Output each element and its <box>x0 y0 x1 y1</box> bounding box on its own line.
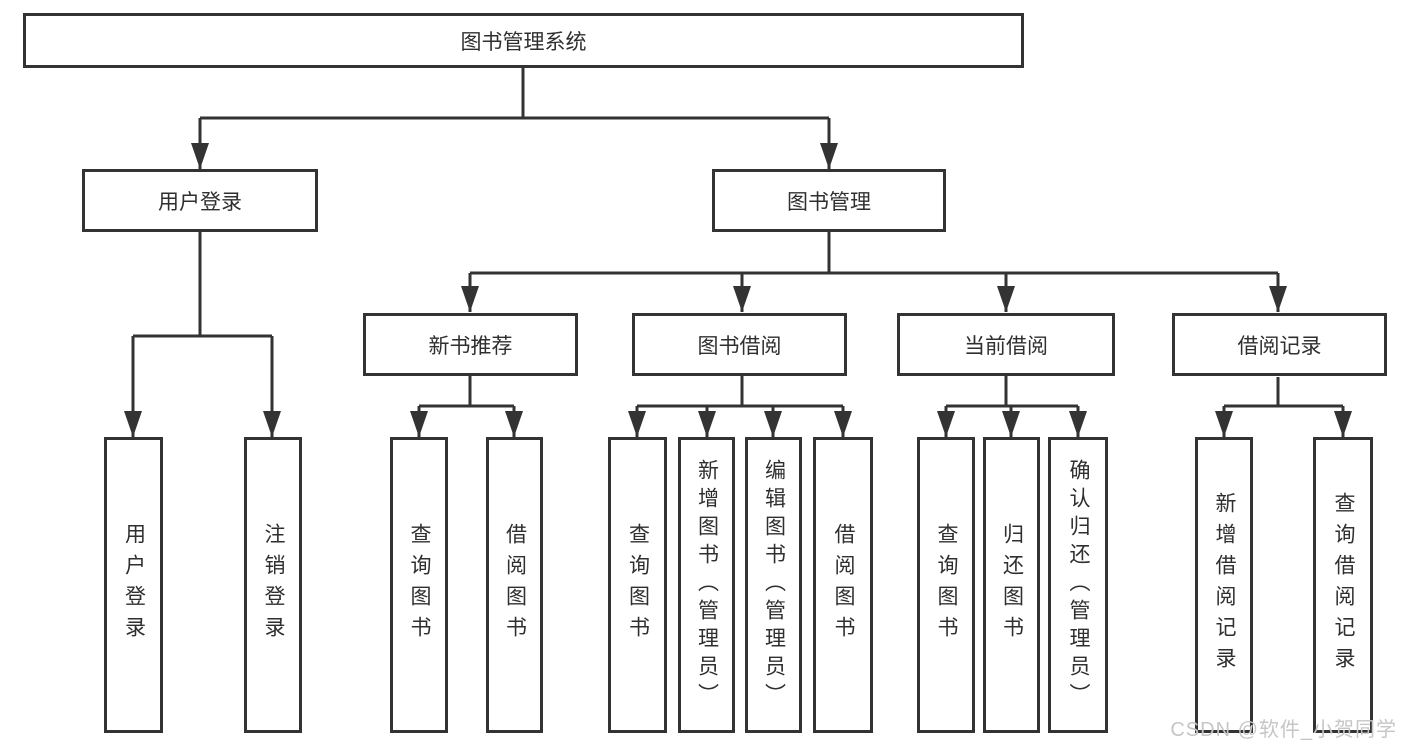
leaf-logout: 注销登录 <box>244 437 302 733</box>
leaf-query-books-recommend: 查询图书 <box>390 437 448 733</box>
node-book-borrowing: 图书借阅 <box>632 313 847 376</box>
leaf-add-borrow-record: 新增借阅记录 <box>1195 437 1253 733</box>
leaf-borrow-books-borrowing: 借阅图书 <box>813 437 873 733</box>
node-book-management: 图书管理 <box>712 169 946 232</box>
leaf-query-books-current: 查询图书 <box>917 437 975 733</box>
leaf-confirm-return-admin: 确认归还（管理员） <box>1048 437 1108 733</box>
node-user-login: 用户登录 <box>82 169 318 232</box>
node-current-borrowing: 当前借阅 <box>897 313 1115 376</box>
leaf-edit-book-admin: 编辑图书（管理员） <box>745 437 802 733</box>
node-borrowing-records: 借阅记录 <box>1172 313 1387 376</box>
leaf-query-books-borrowing: 查询图书 <box>608 437 667 733</box>
watermark: CSDN @软件_小贺同学 <box>1170 719 1397 741</box>
leaf-user-login: 用户登录 <box>104 437 163 733</box>
leaf-query-borrow-record: 查询借阅记录 <box>1313 437 1373 733</box>
leaf-borrow-books-recommend: 借阅图书 <box>486 437 543 733</box>
leaf-add-book-admin: 新增图书（管理员） <box>678 437 735 733</box>
arrowheads <box>124 143 1352 437</box>
node-root: 图书管理系统 <box>23 13 1024 68</box>
node-new-book-recommendation: 新书推荐 <box>363 313 578 376</box>
leaf-return-book: 归还图书 <box>983 437 1040 733</box>
